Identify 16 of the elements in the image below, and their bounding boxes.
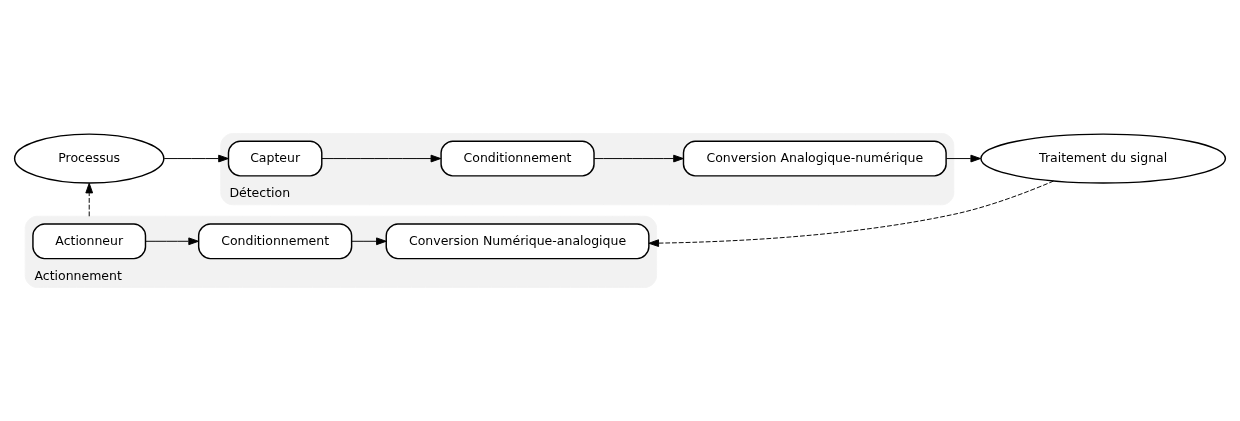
arrow <box>351 237 387 246</box>
node-ellipse: Processus <box>13 133 165 184</box>
arrow <box>945 154 981 163</box>
node-box: Conversion Numérique-analogique <box>385 223 650 260</box>
arrow <box>648 180 1054 247</box>
node-box: Conversion Analogique-numérique <box>682 140 947 177</box>
arrow <box>321 154 442 163</box>
node-box: Capteur <box>227 140 323 177</box>
arrow <box>145 237 199 246</box>
node-ellipse: Traitement du signal <box>980 133 1227 184</box>
node-box: Conditionnement <box>440 140 595 177</box>
arrow <box>85 182 94 217</box>
node-box: Conditionnement <box>197 223 353 260</box>
node-box: Actionneur <box>32 223 147 260</box>
arrow <box>163 154 229 163</box>
arrow <box>593 154 684 163</box>
